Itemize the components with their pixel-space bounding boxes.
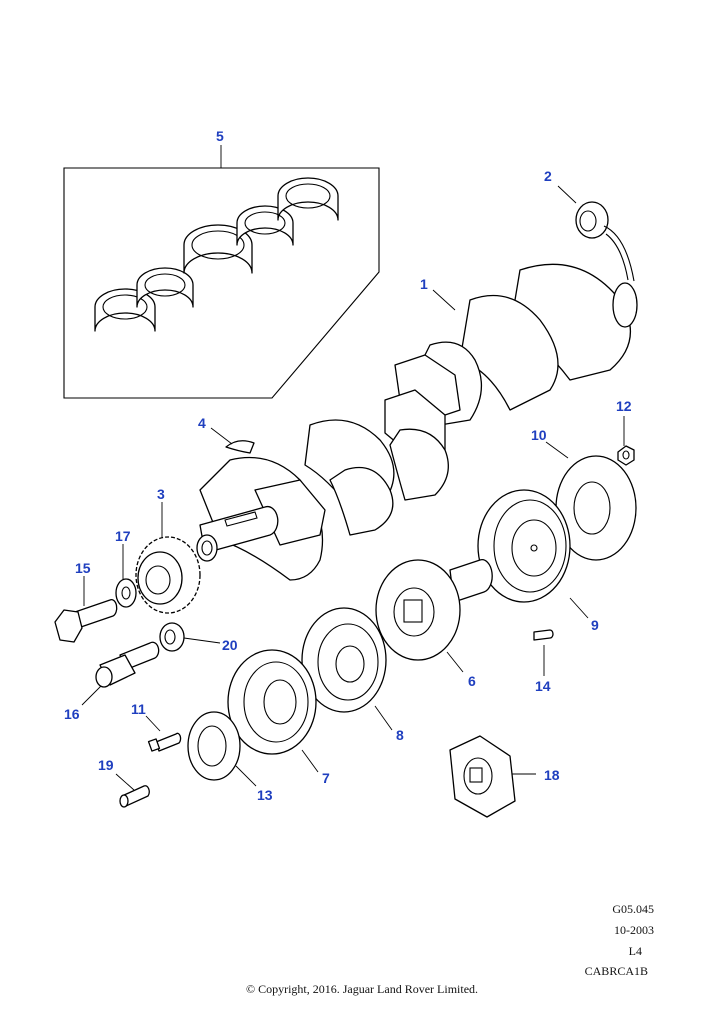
- timing-gear: [135, 536, 201, 614]
- callout-1: 1: [420, 276, 428, 292]
- thrust-washer: [555, 455, 637, 561]
- callout-15: 15: [75, 560, 91, 576]
- nut: [617, 445, 635, 466]
- callout-13: 13: [257, 787, 273, 803]
- callout-18: 18: [544, 767, 560, 783]
- callout-19: 19: [98, 757, 114, 773]
- washer-17: [115, 578, 137, 608]
- callout-3: 3: [157, 486, 165, 502]
- copyright-notice: © Copyright, 2016. Jaguar Land Rover Lim…: [245, 982, 479, 996]
- bolt-11: [147, 732, 182, 752]
- bearing-set-group: [63, 167, 380, 399]
- leader-lines: [81, 145, 625, 791]
- pulley-front: [227, 649, 317, 755]
- diagram-date: 10-2003: [614, 923, 654, 937]
- bearing-shells: [94, 177, 339, 332]
- callout-14: 14: [535, 678, 551, 694]
- woodruff-key: [225, 440, 255, 454]
- callout-4: 4: [198, 415, 206, 431]
- callout-17: 17: [115, 528, 131, 544]
- callout-8: 8: [396, 727, 404, 743]
- callout-12: 12: [616, 398, 632, 414]
- callout-20: 20: [222, 637, 238, 653]
- flange-18: [449, 735, 516, 818]
- pulley-mid: [301, 607, 387, 713]
- dowel-14: [533, 629, 554, 641]
- crankshaft: [196, 263, 638, 581]
- callout-10: 10: [531, 427, 547, 443]
- drive-plate: [187, 711, 241, 781]
- callout-11: 11: [131, 701, 146, 717]
- spigot-bush: [575, 201, 635, 282]
- callout-7: 7: [322, 770, 330, 786]
- callout-5: 5: [216, 128, 224, 144]
- diagram-code: G05.045: [612, 902, 654, 916]
- diagram-ref: CABRCA1B: [584, 964, 648, 978]
- callout-labels: 5 2 1 3 4 6 7 8 9 10 11 12 13 14 15 16 1…: [64, 128, 632, 803]
- diagram-variant: L4: [628, 944, 642, 958]
- damper-hub: [375, 559, 493, 661]
- callout-2: 2: [544, 168, 552, 184]
- bearing-set-frame: [63, 167, 380, 399]
- pulley-rear: [477, 489, 571, 603]
- callout-9: 9: [591, 617, 599, 633]
- crank-bolt: [54, 599, 118, 643]
- adaptor-16: [95, 641, 160, 688]
- washer-20: [159, 622, 185, 652]
- callout-16: 16: [64, 706, 80, 722]
- callout-6: 6: [468, 673, 476, 689]
- dowel-19: [119, 785, 150, 808]
